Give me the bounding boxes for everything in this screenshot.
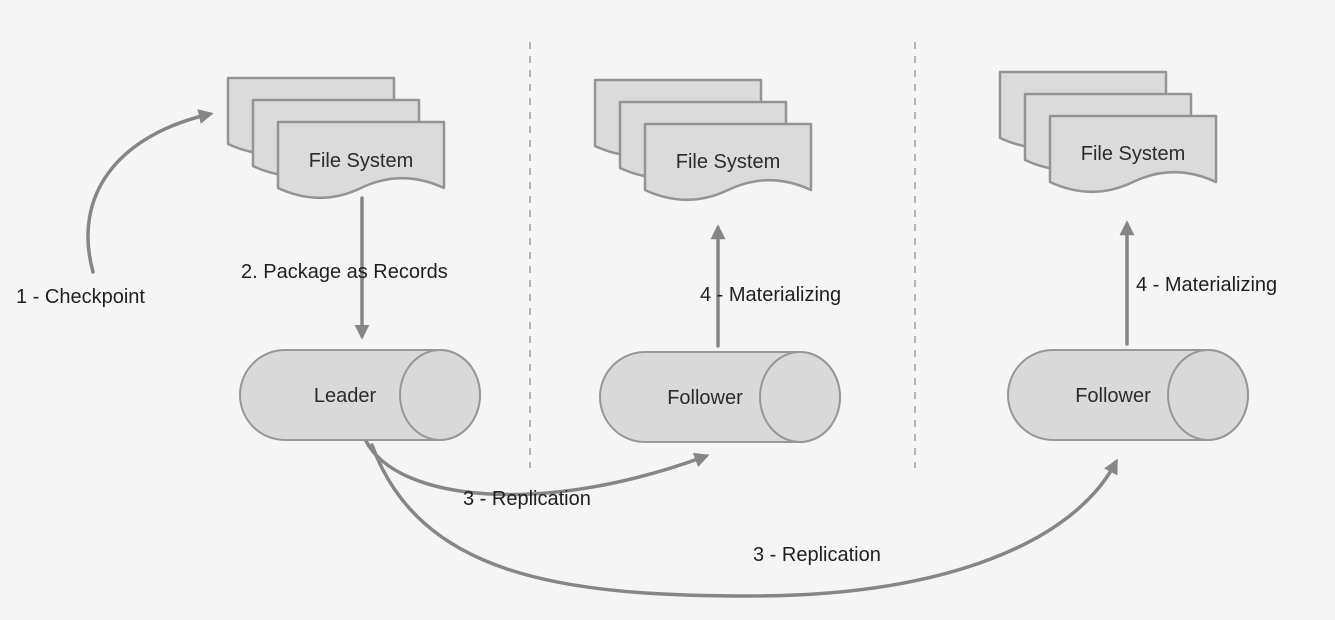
document-shape [643,122,813,201]
document-shape [276,120,446,199]
replication-label-1: 3 - Replication [463,488,591,510]
leader-file-system-stack: File System [226,76,446,199]
leader-cylinder: Leader [239,349,481,441]
cylinder-end-cap [1167,349,1249,441]
file-system-label: File System [676,151,780,173]
materializing-label-1: 4 - Materializing [700,284,841,306]
cylinder-end-cap [759,351,841,443]
follower2-file-system-stack: File System [998,70,1218,193]
materializing-label-2: 4 - Materializing [1136,274,1277,296]
leader-label: Leader [314,385,377,407]
checkpoint-label: 1 - Checkpoint [16,286,145,308]
follower2-cylinder: Follower [1007,349,1249,441]
replication-arrow-follower2 [370,443,1118,598]
file-system-label: File System [309,150,413,172]
replication-arrow-follower1 [364,439,710,497]
follower-label: Follower [667,387,743,409]
replication-label-2: 3 - Replication [753,544,881,566]
document-shape [1048,114,1218,193]
cylinder-end-cap [399,349,481,441]
follower1-file-system-stack: File System [593,78,813,201]
follower-label: Follower [1075,385,1151,407]
package-as-records-label: 2. Package as Records [241,261,448,283]
checkpoint-arrow [86,109,214,274]
file-system-label: File System [1081,143,1185,165]
follower1-cylinder: Follower [599,351,841,443]
